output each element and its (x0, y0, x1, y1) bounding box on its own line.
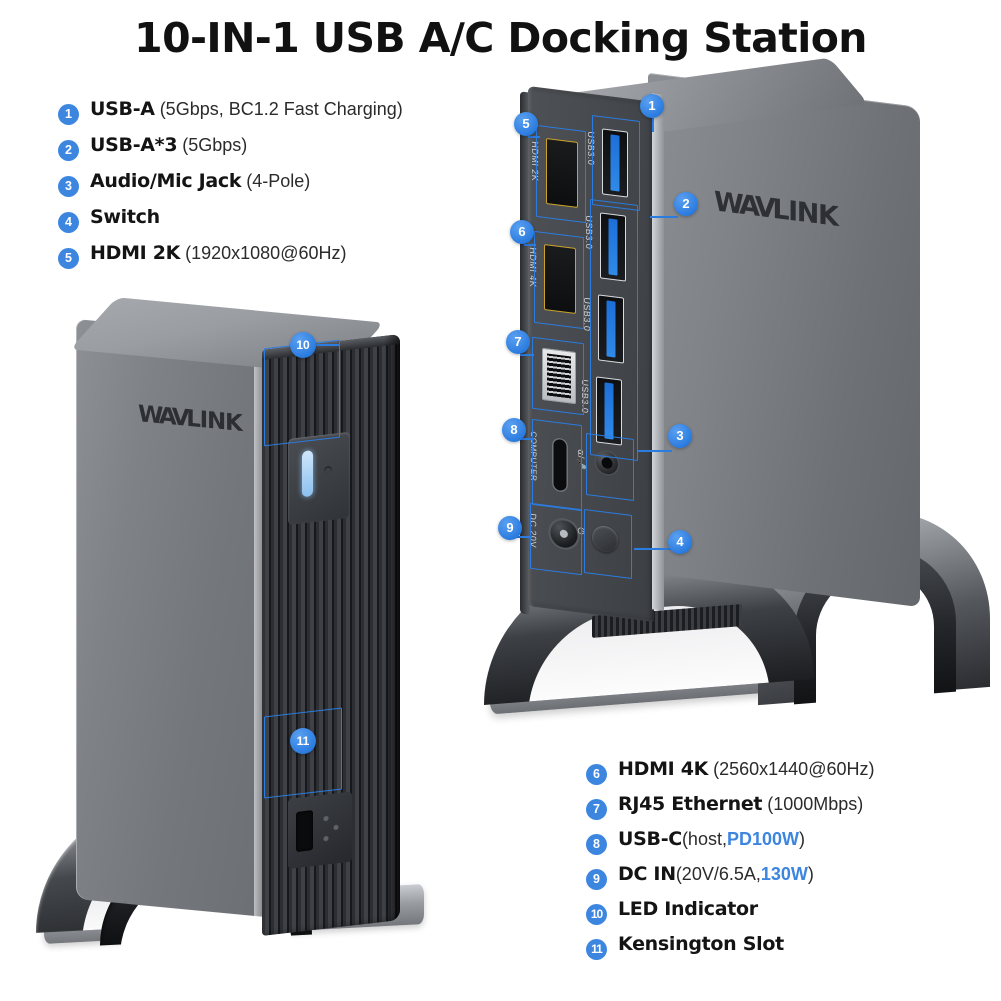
feature-name-9: DC IN (618, 863, 676, 885)
led-indicator-plate (288, 431, 350, 525)
callout-badge-4: 4 (668, 530, 692, 554)
feature-badge-7: 7 (586, 799, 607, 820)
callout-line-4 (634, 548, 672, 550)
feature-detail-8-post: ) (799, 829, 805, 849)
feature-item-3: 3 Audio/Mic Jack (4-Pole) (58, 170, 403, 197)
feature-name-2: USB-A*3 (90, 134, 178, 156)
kensington-slot-opening (296, 810, 313, 853)
callout-badge-8: 8 (502, 418, 526, 442)
feature-badge-10: 10 (586, 904, 607, 925)
kensington-slot-plate (288, 791, 352, 869)
callout-badge-1: 1 (640, 94, 664, 118)
callout-badge-10: 10 (290, 332, 316, 358)
product-image-rear-view: WAVLINK USB3.0 HDMI 2K USB3.0 USB3.0 USB… (476, 57, 996, 715)
feature-name-5: HDMI 2K (90, 242, 181, 264)
feature-detail-8-pre: (host, (681, 829, 727, 849)
callout-badge-3: 3 (668, 424, 692, 448)
logo-av-text: WAV (138, 401, 187, 432)
feature-item-4: 4 Switch (58, 206, 403, 233)
feature-badge-5: 5 (58, 248, 79, 269)
feature-detail-7: (1000Mbps) (767, 794, 864, 814)
highlight-box-hdmi-2k (536, 124, 586, 224)
product-image-front-view: WAVLINK 10 11 (36, 297, 456, 946)
feature-item-5: 5 HDMI 2K (1920x1080@60Hz) (58, 242, 403, 269)
callout-badge-11: 11 (290, 728, 316, 754)
feature-highlight-8: PD100W (726, 829, 799, 849)
feature-detail-9-post: ) (807, 864, 814, 884)
feature-name-10: LED Indicator (618, 898, 758, 920)
feature-list-bottom-right: 6 HDMI 4K (2560x1440@60Hz) 7 RJ45 Ethern… (586, 758, 874, 968)
feature-highlight-9: 130W (760, 864, 808, 884)
highlight-box-hdmi-4k (534, 230, 584, 330)
led-indicator-light (302, 450, 313, 498)
callout-line-6 (524, 244, 536, 246)
feature-name-1: USB-A (90, 98, 155, 120)
feature-item-11: 11 Kensington Slot (586, 933, 874, 960)
highlight-box-dc-in (530, 502, 582, 576)
callout-line-7 (520, 354, 534, 356)
logo-link-text: LINK (186, 405, 242, 437)
feature-item-10: 10 LED Indicator (586, 898, 874, 925)
callout-line-3 (638, 450, 672, 452)
feature-badge-1: 1 (58, 104, 79, 125)
highlight-box-usb-a-group (590, 198, 638, 462)
callout-badge-9: 9 (498, 516, 522, 540)
feature-badge-4: 4 (58, 212, 79, 233)
callout-line-8 (516, 438, 534, 440)
feature-item-1: 1 USB-A (5Gbps, BC1.2 Fast Charging) (58, 98, 403, 125)
feature-name-4: Switch (90, 206, 160, 228)
feature-name-7: RJ45 Ethernet (618, 793, 763, 815)
kensington-slot-marking (318, 808, 344, 848)
callout-badge-2: 2 (674, 192, 698, 216)
feature-item-6: 6 HDMI 4K (2560x1440@60Hz) (586, 758, 875, 785)
feature-badge-3: 3 (58, 176, 79, 197)
highlight-box-rj45 (532, 336, 584, 416)
highlight-box-usb-a-1 (592, 114, 640, 212)
highlight-box-usb-c (532, 418, 582, 512)
feature-name-11: Kensington Slot (618, 933, 784, 955)
feature-badge-11: 11 (586, 939, 607, 960)
callout-line-5 (528, 136, 540, 138)
feature-name-3: Audio/Mic Jack (90, 170, 242, 192)
callout-line-led (302, 344, 340, 346)
callout-line-9 (512, 536, 532, 538)
feature-badge-6: 6 (586, 764, 607, 785)
callout-badge-5: 5 (514, 112, 538, 136)
feature-badge-9: 9 (586, 869, 607, 890)
feature-detail-6: (2560x1440@60Hz) (713, 759, 875, 779)
feature-item-2: 2 USB-A*3 (5Gbps) (58, 134, 403, 161)
feature-name-6: HDMI 4K (618, 758, 709, 780)
callout-badge-7: 7 (506, 330, 530, 354)
feature-detail-9-pre: (20V/6.5A, (675, 864, 761, 884)
feature-item-7: 7 RJ45 Ethernet (1000Mbps) (586, 793, 874, 820)
rear-device-bevel (652, 93, 664, 611)
callout-line-2 (650, 216, 678, 218)
highlight-box-power-switch (584, 508, 632, 580)
feature-badge-2: 2 (58, 140, 79, 161)
page-title: 10-IN-1 USB A/C Docking Station (134, 14, 867, 62)
callout-badge-6: 6 (510, 220, 534, 244)
feature-detail-2: (5Gbps) (182, 135, 248, 155)
highlight-box-audio-jack (586, 432, 634, 502)
feature-detail-1: (5Gbps, BC1.2 Fast Charging) (159, 99, 403, 119)
feature-list-top-left: 1 USB-A (5Gbps, BC1.2 Fast Charging) 2 U… (58, 98, 403, 278)
feature-name-8: USB-C (618, 828, 682, 850)
feature-item-9: 9 DC IN (20V/6.5A, 130W ) (586, 863, 874, 890)
front-device-body: WAVLINK (70, 297, 400, 936)
feature-item-8: 8 USB-C (host, PD100W ) (586, 828, 874, 855)
rear-device-side-panel (648, 72, 920, 608)
feature-detail-5: (1920x1080@60Hz) (185, 243, 347, 263)
led-indicator-secondary-dot (324, 465, 332, 475)
feature-badge-8: 8 (586, 834, 607, 855)
feature-detail-3: (4-Pole) (246, 171, 311, 191)
callout-line-1 (652, 118, 654, 132)
